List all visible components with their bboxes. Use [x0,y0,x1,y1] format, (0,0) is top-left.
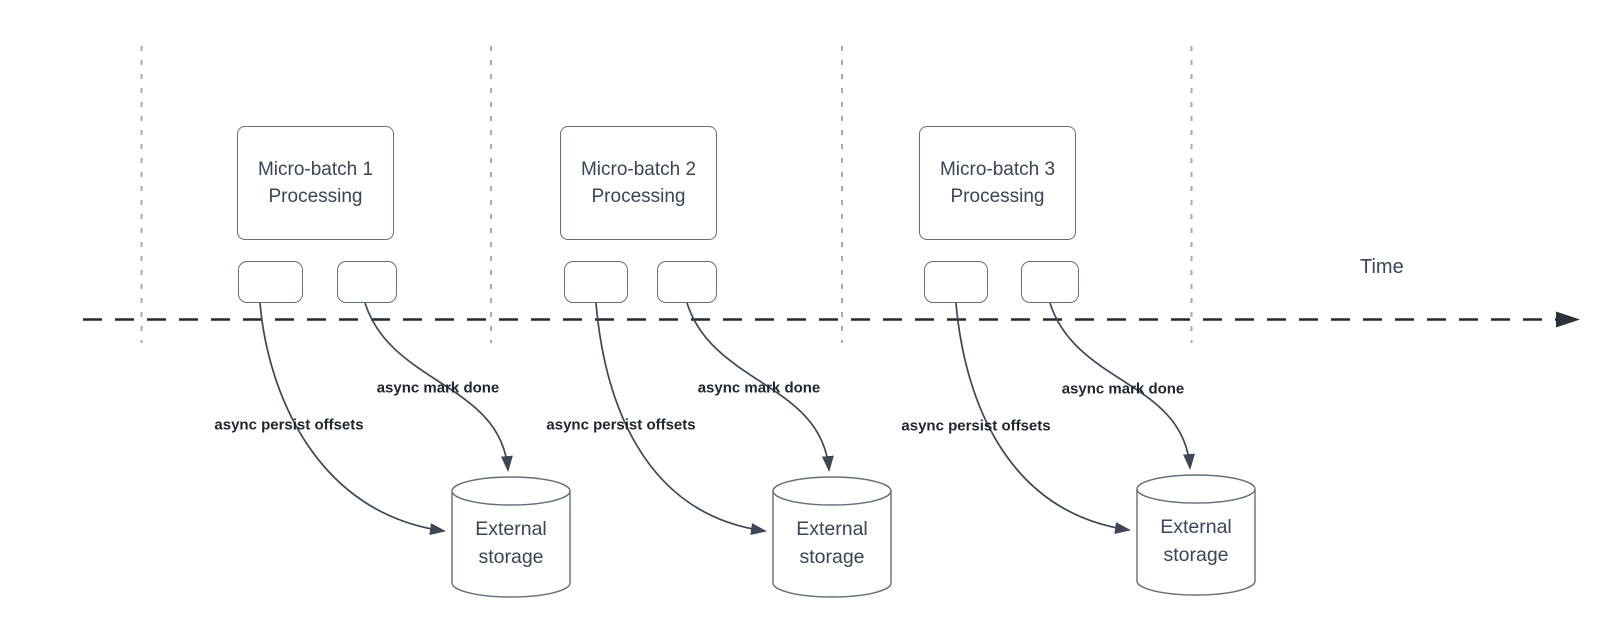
micro-batch-2-box: Micro-batch 2 Processing [560,126,717,240]
micro-batch-1-done-task-box [337,261,397,303]
external-storage-label-1: External storage [475,518,547,568]
external-storage-cylinder-2 [772,476,892,598]
micro-batch-1-label: Micro-batch 1 Processing [257,159,374,207]
persist-offsets-arrow-2 [595,302,767,536]
micro-batch-3-label: Micro-batch 3 Processing [939,159,1056,207]
mark-done-label-1: async mark done [376,379,500,397]
mark-done-label-3: async mark done [1061,380,1185,398]
persist-offsets-arrow-3 [955,302,1131,534]
micro-batch-1-box: Micro-batch 1 Processing [237,126,394,240]
micro-batch-2-label: Micro-batch 2 Processing [580,159,697,207]
persist-offsets-label-3: async persist offsets [901,417,1051,435]
time-label: Time [1360,256,1404,278]
external-storage-cylinder-3 [1136,474,1256,596]
persist-offsets-label-1: async persist offsets [214,416,364,434]
micro-batch-3-offset-task-box [924,261,988,303]
micro-batch-2-offset-task-box [564,261,628,303]
external-storage-label-2: External storage [796,518,868,568]
external-storage-cylinder-1 [451,476,571,598]
micro-batch-1-offset-task-box [238,261,303,303]
persist-offsets-arrow-1 [259,302,446,536]
micro-batch-3-done-task-box [1021,261,1079,303]
mark-done-arrow-2 [686,302,834,472]
mark-done-arrow-1 [364,302,513,472]
mark-done-arrow-3 [1049,302,1196,470]
external-storage-label-3: External storage [1160,516,1232,566]
micro-batch-3-box: Micro-batch 3 Processing [919,126,1076,240]
micro-batch-2-done-task-box [657,261,717,303]
persist-offsets-label-2: async persist offsets [546,416,696,434]
mark-done-label-2: async mark done [697,379,821,397]
